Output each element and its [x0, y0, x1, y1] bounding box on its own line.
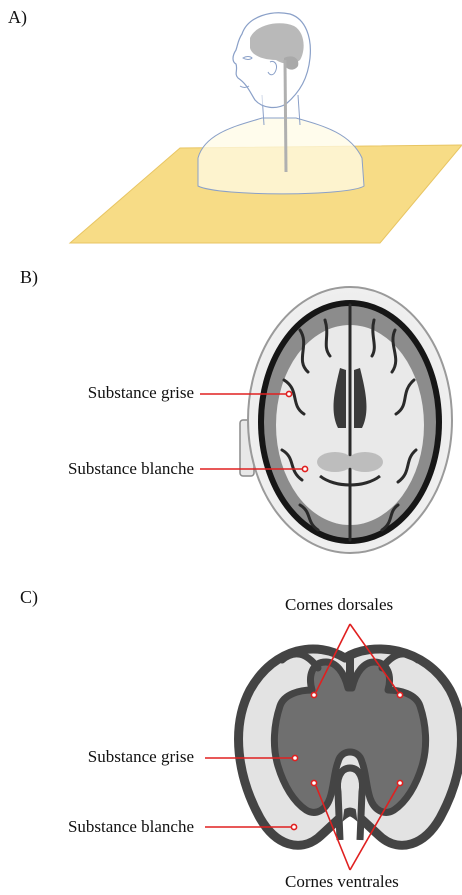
- spinal-cord-line: [285, 60, 286, 172]
- mri-axial-slice: [240, 287, 452, 553]
- mouth-icon: [240, 86, 249, 88]
- spinal-cord-section: [239, 649, 462, 845]
- torso-outline: [198, 118, 364, 194]
- panel-a-illustration: [70, 13, 462, 243]
- mri-thalamus-right: [347, 452, 383, 472]
